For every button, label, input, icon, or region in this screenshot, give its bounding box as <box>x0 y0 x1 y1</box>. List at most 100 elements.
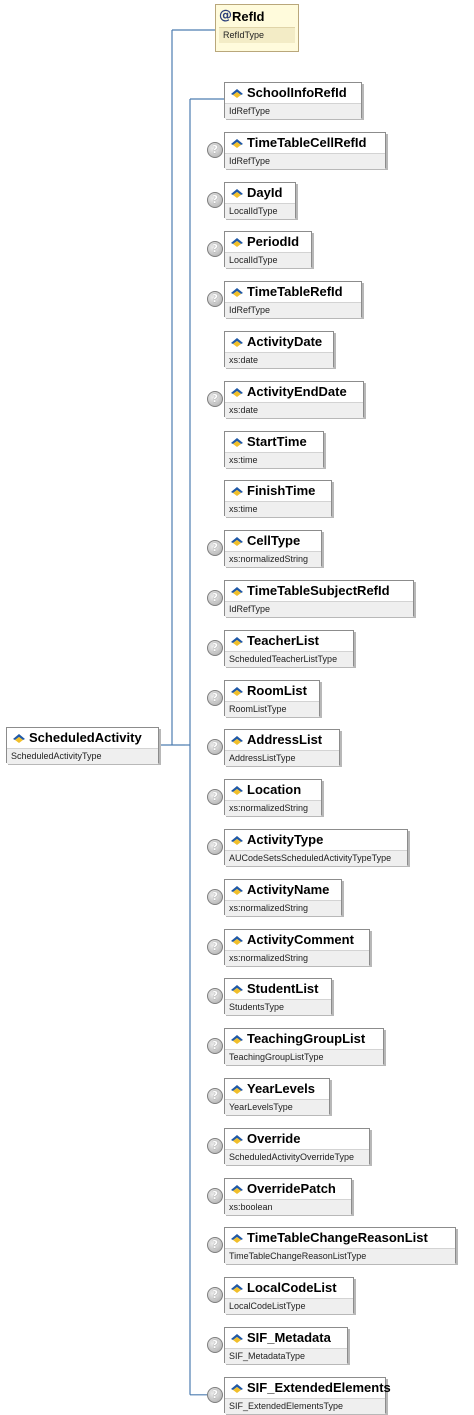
element-type: xs:time <box>225 501 331 518</box>
element-type: xs:boolean <box>225 1198 351 1215</box>
element-icon <box>231 836 243 845</box>
element-name: LocalCodeList <box>247 1280 337 1296</box>
optional-icon: ? <box>207 1287 223 1304</box>
element-name: TeacherList <box>247 632 320 648</box>
element-activityenddate[interactable]: ActivityEndDate xs:date <box>224 380 364 418</box>
optional-icon: ? <box>207 390 223 407</box>
element-icon <box>231 786 243 796</box>
root-element-name: ScheduledActivity <box>29 730 142 745</box>
optional-icon: ? <box>207 241 223 258</box>
attribute-name: RefId <box>232 9 265 24</box>
optional-icon: ? <box>207 1088 223 1104</box>
attribute-refid[interactable]: @ RefId RefIdType <box>215 4 299 52</box>
element-name: DayId <box>247 184 283 200</box>
element-name: RoomList <box>247 682 307 698</box>
optional-icon: ? <box>207 689 223 706</box>
element-type: TeachingGroupListType <box>225 1049 383 1066</box>
element-name: TimeTableChangeReasonList <box>247 1230 428 1246</box>
optional-icon: ? <box>207 938 223 955</box>
element-name: ActivityEndDate <box>247 383 347 399</box>
element-name: StartTime <box>247 433 307 449</box>
element-name: ActivityName <box>247 881 330 897</box>
optional-icon: ? <box>207 1187 223 1204</box>
element-name: ActivityComment <box>247 931 354 947</box>
root-element-scheduledactivity[interactable]: ScheduledActivity ScheduledActivityType <box>6 727 159 764</box>
element-icon <box>231 1334 243 1343</box>
element-type: xs:normalizedString <box>225 949 369 966</box>
root-element-type: ScheduledActivityType <box>7 748 158 764</box>
element-type: IdRefType <box>225 152 385 169</box>
optional-icon: ? <box>207 739 223 756</box>
element-type: ScheduledTeacherListType <box>225 650 353 667</box>
element-name: ActivityType <box>247 832 324 847</box>
optional-icon: ? <box>207 1137 223 1154</box>
element-icon <box>231 985 243 995</box>
element-type: xs:normalizedString <box>225 551 321 568</box>
element-type: AUCodeSetsScheduledActivityTypeType <box>225 850 407 866</box>
optional-icon: ? <box>207 988 223 1005</box>
element-type: xs:date <box>225 401 363 418</box>
element-type: IdRefType <box>225 601 413 617</box>
element-type: IdRefType <box>225 103 361 119</box>
element-icon <box>231 885 243 895</box>
element-icon <box>231 935 243 945</box>
optional-icon: ? <box>207 1337 223 1353</box>
element-name: CellType <box>247 533 301 549</box>
element-icon <box>231 686 243 696</box>
element-icon <box>231 587 243 596</box>
element-icon <box>231 736 243 746</box>
element-type: LocalIdType <box>225 202 295 219</box>
element-icon <box>231 537 243 547</box>
element-type: SIF_MetadataType <box>225 1348 347 1364</box>
element-name: FinishTime <box>247 483 316 499</box>
element-finishtime[interactable]: FinishTime xs:time <box>224 480 332 518</box>
element-name: SIF_Metadata <box>247 1330 331 1345</box>
element-icon <box>231 138 243 148</box>
attribute-icon: @ <box>219 8 232 23</box>
element-type: LocalCodeListType <box>225 1298 353 1315</box>
element-icon <box>231 437 243 447</box>
element-icon <box>231 487 243 497</box>
optional-icon: ? <box>207 888 223 905</box>
element-name: AddressList <box>247 732 323 748</box>
element-icon <box>231 1184 243 1194</box>
optional-icon: ? <box>207 291 223 308</box>
optional-icon: ? <box>207 1038 223 1055</box>
element-activitycomment[interactable]: ActivityComment xs:normalizedString <box>224 928 370 966</box>
element-type: SIF_ExtendedElementsType <box>225 1397 385 1414</box>
optional-icon: ? <box>207 1237 223 1254</box>
element-name: TimeTableSubjectRefId <box>247 583 390 598</box>
element-name: StudentList <box>247 981 319 997</box>
element-icon <box>231 1134 243 1144</box>
element-celltype[interactable]: CellType xs:normalizedString <box>224 530 322 568</box>
element-icon <box>231 288 243 298</box>
optional-icon: ? <box>207 1386 223 1403</box>
element-icon <box>231 1234 243 1244</box>
element-icon <box>231 1035 243 1045</box>
optional-icon: ? <box>207 839 223 855</box>
